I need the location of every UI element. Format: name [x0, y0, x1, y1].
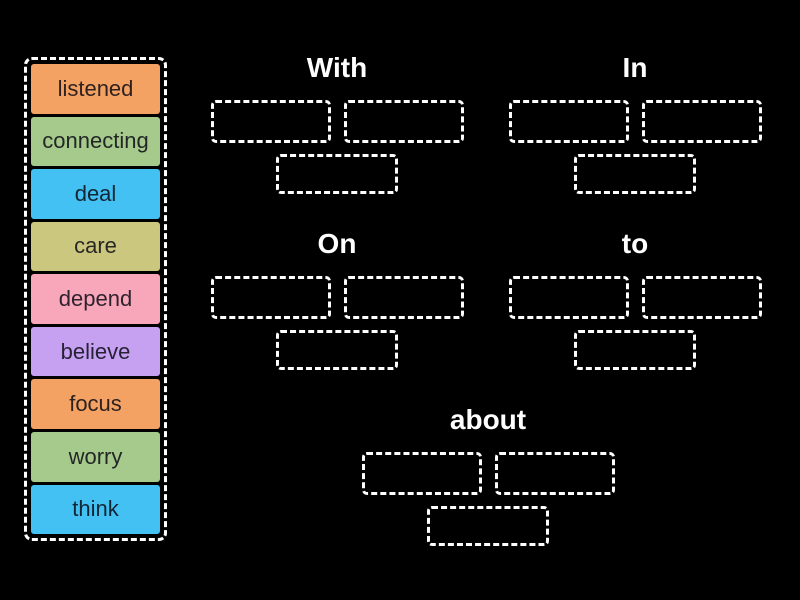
group-with: With: [207, 52, 467, 194]
word-tile[interactable]: care: [31, 221, 160, 272]
drop-zone[interactable]: [343, 276, 464, 319]
slot-row: [207, 100, 467, 143]
drop-zone[interactable]: [361, 452, 482, 495]
slot-row: [505, 100, 765, 143]
group-title: In: [622, 52, 648, 83]
slot-row: [358, 452, 618, 495]
drop-zone[interactable]: [276, 154, 398, 194]
word-tile[interactable]: depend: [31, 274, 160, 324]
word-tile[interactable]: focus: [31, 379, 160, 429]
drop-zone[interactable]: [641, 276, 762, 319]
drop-zone[interactable]: [574, 154, 696, 194]
drop-zone[interactable]: [343, 100, 464, 143]
word-bank: listened connecting deal care depend bel…: [24, 57, 167, 541]
group-title: With: [306, 52, 368, 83]
slot-row: [505, 276, 765, 319]
slot-row: [207, 276, 467, 319]
word-tile[interactable]: listened: [31, 64, 160, 114]
group-title: On: [317, 228, 357, 259]
group-on: On: [207, 228, 467, 370]
word-tile[interactable]: think: [31, 484, 160, 535]
group-title: to: [621, 228, 649, 259]
drop-zone[interactable]: [574, 330, 696, 370]
group-in: In: [505, 52, 765, 194]
drop-zone[interactable]: [508, 276, 629, 319]
word-tile[interactable]: worry: [31, 431, 160, 482]
word-tile[interactable]: believe: [31, 326, 160, 377]
word-tile[interactable]: deal: [31, 169, 160, 219]
group-title: about: [449, 404, 527, 435]
drop-zone[interactable]: [210, 100, 331, 143]
drop-zone[interactable]: [276, 330, 398, 370]
drop-zone[interactable]: [494, 452, 615, 495]
drop-zone[interactable]: [508, 100, 629, 143]
word-tile[interactable]: connecting: [31, 116, 160, 167]
drop-zone[interactable]: [210, 276, 331, 319]
group-about: about: [358, 404, 618, 546]
drop-zone[interactable]: [427, 506, 549, 546]
drop-zone[interactable]: [641, 100, 762, 143]
group-to: to: [505, 228, 765, 370]
